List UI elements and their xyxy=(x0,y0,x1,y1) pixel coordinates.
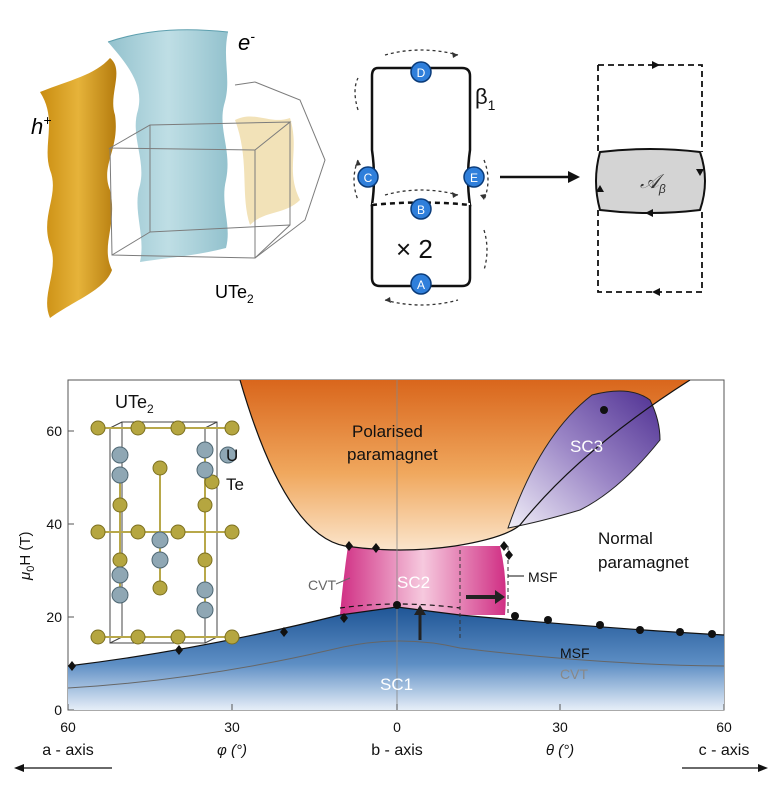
y-axis: 0 20 40 60 μ0H (T) xyxy=(17,423,74,718)
multiplier-label: × 2 xyxy=(396,234,433,264)
phi-label: φ (°) xyxy=(217,742,247,759)
svg-text:A: A xyxy=(417,278,425,292)
a-axis-label: a - axis xyxy=(42,742,94,759)
area-label: 𝒜β xyxy=(640,171,666,196)
label-cvt-upper: CVT xyxy=(308,577,336,593)
transform-arrow xyxy=(500,171,580,183)
svg-text:D: D xyxy=(417,66,426,80)
phase-diagram-panel: Polarised paramagnet Normal paramagnet S… xyxy=(14,379,768,772)
hole-sheet xyxy=(40,58,117,318)
area-region xyxy=(595,148,706,214)
c-axis-label: c - axis xyxy=(699,742,750,759)
y-tick-0: 0 xyxy=(54,702,62,718)
label-sc3: SC3 xyxy=(570,437,603,456)
label-polarised-2: paramagnet xyxy=(347,445,438,464)
label-msf-lower: MSF xyxy=(560,645,590,661)
label-sc1: SC1 xyxy=(380,675,413,694)
atom-u-label: U xyxy=(226,446,238,465)
theta-label: θ (°) xyxy=(546,742,574,759)
label-normal-2: paramagnet xyxy=(598,553,689,572)
svg-text:B: B xyxy=(417,203,425,217)
x-tick-60-right: 60 xyxy=(716,719,732,735)
orbit-upper-loop xyxy=(370,66,472,207)
hole-sheet-back xyxy=(235,116,300,225)
region-arrows xyxy=(414,590,505,640)
x-tick-0: 0 xyxy=(393,719,401,735)
orbit-point-d: D xyxy=(410,61,432,83)
crystal-structure-inset: UTe2 xyxy=(90,392,244,645)
y-tick-20: 20 xyxy=(46,609,62,625)
b-axis-label: b - axis xyxy=(371,742,423,759)
label-msf-upper: MSF xyxy=(528,569,558,585)
region-sc3 xyxy=(507,390,661,529)
x-tick-30-left: 30 xyxy=(224,719,240,735)
hole-label: h+ xyxy=(31,112,51,139)
orbit-point-e: E xyxy=(463,166,485,188)
atom-te-label: Te xyxy=(226,475,244,494)
electron-sheet xyxy=(108,29,228,263)
region-sc1 xyxy=(68,607,724,710)
orbit-label: β1 xyxy=(475,84,496,113)
y-tick-40: 40 xyxy=(46,516,62,532)
label-polarised: Polarised xyxy=(352,422,423,441)
fermi-surface-3d: h+ e- UTe2 xyxy=(31,28,326,318)
x-axis: 60 30 0 30 60 φ (°) θ (°) a - axis b - a… xyxy=(14,704,768,772)
area-diagram: 𝒜β xyxy=(595,61,706,296)
orbit-diagram: D C E B A β1 × 2 xyxy=(353,49,496,306)
brillouin-zone-wireframe xyxy=(108,81,326,259)
orbit-point-b: B xyxy=(410,198,432,220)
region-sc2 xyxy=(340,546,506,615)
data-markers xyxy=(68,406,716,671)
y-axis-label: μ0H (T) xyxy=(17,531,37,581)
orbit-point-c: C xyxy=(357,166,379,188)
x-tick-30-right: 30 xyxy=(552,719,568,735)
label-normal: Normal xyxy=(598,529,653,548)
fermi-surface-panel: h+ e- UTe2 D C xyxy=(31,28,706,318)
svg-text:C: C xyxy=(364,171,373,185)
orbit-point-a: A xyxy=(410,273,432,295)
label-sc2: SC2 xyxy=(397,573,430,592)
svg-text:E: E xyxy=(470,171,478,185)
x-tick-60-left: 60 xyxy=(60,719,76,735)
label-cvt-lower: CVT xyxy=(560,666,588,682)
crystal-title: UTe2 xyxy=(115,392,154,416)
compound-label: UTe2 xyxy=(215,282,254,306)
y-tick-60: 60 xyxy=(46,423,62,439)
electron-label: e- xyxy=(238,28,255,55)
